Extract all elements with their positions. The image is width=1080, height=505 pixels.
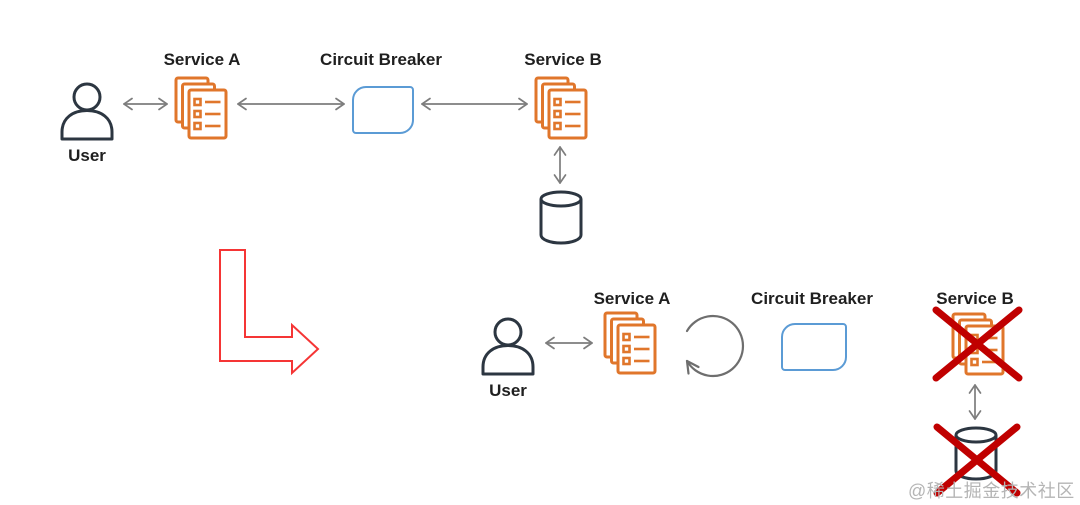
database-icon	[538, 189, 584, 245]
failure-cross-icon	[931, 420, 1023, 500]
service-a-label: Service A	[163, 50, 241, 69]
bidirectional-arrow-icon	[551, 142, 569, 193]
circuit-breaker-label: Circuit Breaker	[751, 289, 873, 308]
bidirectional-arrow-icon	[966, 380, 984, 429]
service-a-documents-icon	[174, 76, 228, 140]
service-b-documents-icon	[534, 76, 588, 140]
bidirectional-arrow-icon	[417, 95, 532, 118]
service-b-label: Service B	[524, 50, 602, 69]
bidirectional-arrow-icon	[233, 95, 349, 118]
retry-loop-icon	[673, 307, 753, 385]
service-b-label: Service B	[936, 289, 1014, 308]
bidirectional-arrow-icon	[119, 95, 172, 118]
circuit-breaker-shape	[352, 86, 414, 134]
user-label: User	[489, 381, 527, 400]
service-a-label: Service A	[593, 289, 671, 308]
user-icon	[57, 80, 117, 142]
user-label: User	[68, 146, 106, 165]
bidirectional-arrow-icon	[541, 334, 597, 357]
failure-cross-icon	[930, 303, 1025, 385]
circuit-breaker-label: Circuit Breaker	[320, 50, 442, 69]
circuit-breaker-shape	[781, 323, 847, 371]
user-icon	[478, 315, 538, 377]
watermark: @稀土掘金技术社区	[908, 481, 1075, 501]
transition-arrow-icon	[214, 245, 324, 377]
service-a-documents-icon	[603, 311, 657, 375]
